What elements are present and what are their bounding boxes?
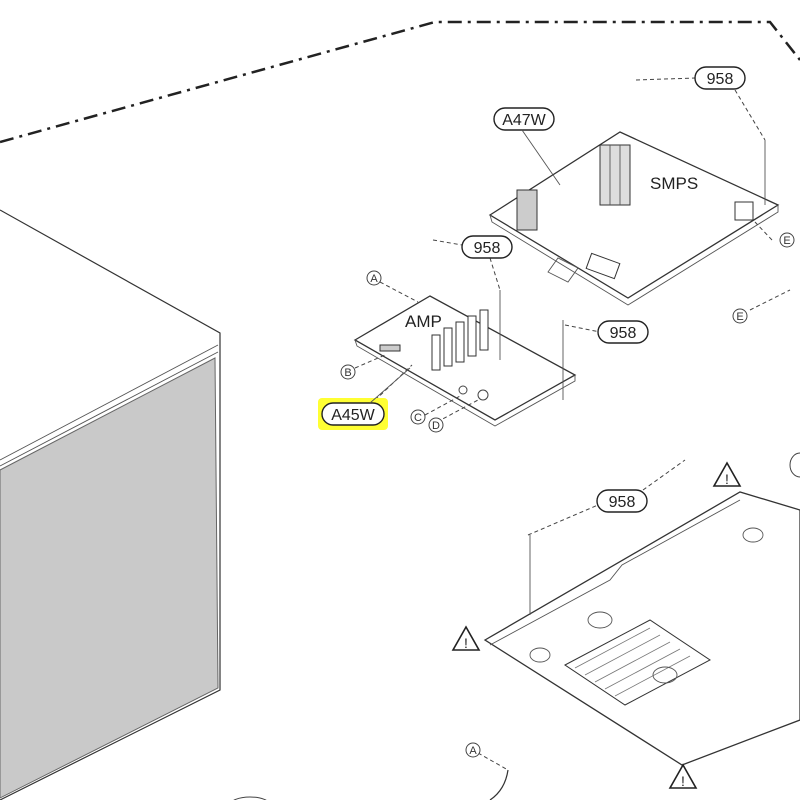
svg-text:958: 958 [609,494,636,511]
smps-board [488,131,780,306]
warning-icon: ! [668,763,698,789]
amp-board-label: AMP [405,312,442,331]
leader-lines [354,77,791,800]
svg-text:C: C [414,412,422,424]
connector-e-right: E [732,308,748,324]
callout-958-chassis: 958 [596,489,648,513]
svg-text:B: B [344,367,351,379]
amp-board [353,295,577,427]
cabinet [0,209,221,800]
svg-text:958: 958 [610,325,637,342]
svg-text:958: 958 [474,240,501,257]
assembly-boundary-line [0,20,800,144]
svg-text:!: ! [725,471,729,487]
connector-b: B [340,364,356,380]
callout-958-amp-left: 958 [461,235,513,259]
svg-text:A: A [370,273,378,285]
smps-board-label: SMPS [650,174,698,193]
svg-text:!: ! [464,635,468,651]
partial-callout [233,796,267,800]
svg-text:!: ! [681,773,685,789]
warning-icon: ! [712,461,742,487]
warning-icon: ! [451,625,481,651]
bottom-chassis [483,491,800,766]
callout-a45w[interactable] [321,402,385,426]
connector-c: C [410,409,426,425]
connector-d: D [428,417,444,433]
callout-a45w-text: A45W [331,407,375,424]
svg-text:E: E [783,235,790,247]
svg-text:958: 958 [707,71,734,88]
callout-958-amp-right: 958 [597,320,649,344]
connector-e-smps: E [779,232,795,248]
callout-a47w-text: A47W [502,112,546,129]
svg-text:A: A [469,745,477,757]
partial-callout [789,452,800,478]
connector-a-bottom: A [465,742,481,758]
svg-text:E: E [736,311,743,323]
connector-a: A [366,270,382,286]
svg-text:D: D [432,420,440,432]
callout-958-top: 958 [694,66,746,90]
callout-a47w [493,107,555,131]
